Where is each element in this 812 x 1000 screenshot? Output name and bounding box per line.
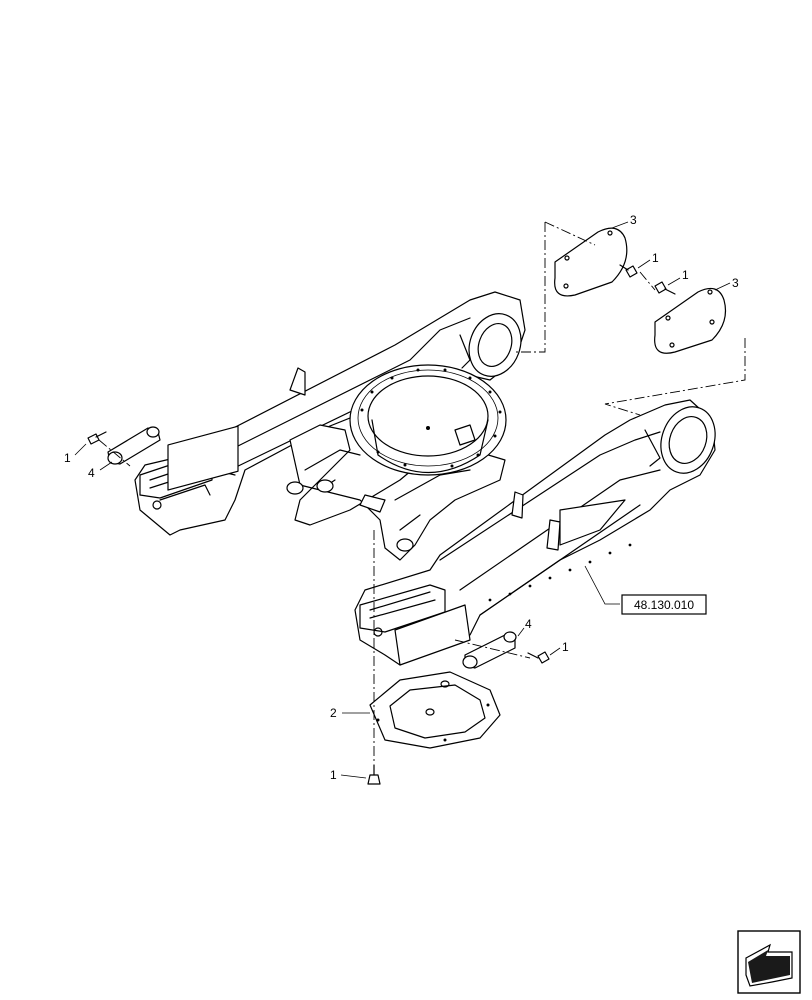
cover-plate-lower (654, 287, 727, 354)
link-pin-lower (462, 631, 517, 669)
callout-3-lower: 3 (732, 276, 739, 290)
callout-2-bottom-plate: 2 (330, 706, 337, 720)
assembly-lines (98, 221, 746, 762)
arrow-navigation-icon[interactable] (737, 930, 801, 994)
callout-1-cover-lower: 1 (682, 268, 689, 282)
undercarriage-frame (134, 291, 716, 666)
bolt-bottom (367, 764, 381, 785)
callout-3-upper: 3 (630, 213, 637, 227)
link-pin-upper (107, 426, 161, 465)
bottom-cover-plate (369, 671, 501, 749)
callout-4-upper-left: 4 (88, 466, 95, 480)
callout-4-lower-right: 4 (525, 617, 532, 631)
bolt-cover-upper (619, 264, 638, 278)
reference-label[interactable]: 48.130.010 (621, 594, 707, 615)
leader-lines (74, 221, 731, 779)
bolt-upper-left (87, 431, 107, 445)
cover-plate-upper (554, 227, 628, 297)
bolt-cover-lower (654, 281, 676, 295)
callout-1-lower-right: 1 (562, 640, 569, 654)
callout-1-cover-upper: 1 (652, 251, 659, 265)
reference-label-text: 48.130.010 (634, 598, 694, 612)
bolt-lower-right (527, 651, 550, 664)
callout-1-upper-left: 1 (64, 451, 71, 465)
callout-1-bottom: 1 (330, 768, 337, 782)
callout-labels: 3 1 1 3 1 4 4 1 2 1 (64, 213, 739, 782)
